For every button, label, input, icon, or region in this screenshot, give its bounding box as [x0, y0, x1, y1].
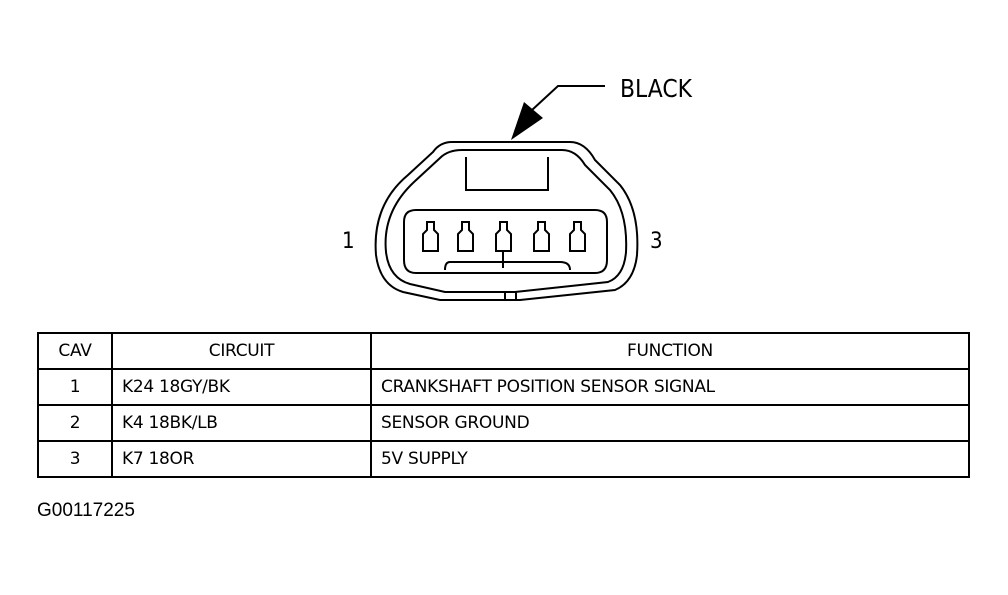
- connector-color-label: BLACK: [620, 74, 693, 103]
- function-cell: CRANKSHAFT POSITION SENSOR SIGNAL: [370, 368, 970, 406]
- cav-cell: 1: [37, 368, 113, 406]
- terminal-pin: [569, 221, 586, 252]
- table-header-row: CAV CIRCUIT FUNCTION: [37, 332, 970, 370]
- connector-pinout-table: CAV CIRCUIT FUNCTION 1 K24 18GY/BK CRANK…: [37, 332, 970, 478]
- cavity-label-right: 3: [650, 229, 663, 254]
- table-row: 2 K4 18BK/LB SENSOR GROUND: [37, 404, 970, 442]
- column-header-circuit: CIRCUIT: [111, 332, 372, 370]
- circuit-cell: K7 18OR: [111, 440, 372, 478]
- table-row: 1 K24 18GY/BK CRANKSHAFT POSITION SENSOR…: [37, 368, 970, 406]
- connector-diagram: BLACK 1 3: [342, 74, 693, 301]
- column-header-cav: CAV: [37, 332, 113, 370]
- terminal-pin: [422, 221, 439, 252]
- function-cell: 5V SUPPLY: [370, 440, 970, 478]
- cav-cell: 3: [37, 440, 113, 478]
- terminal-cavity-window: [403, 209, 608, 274]
- circuit-cell: K4 18BK/LB: [111, 404, 372, 442]
- figure-code: G00117225: [37, 500, 135, 521]
- cavity-label-left: 1: [342, 229, 355, 254]
- terminal-pin: [533, 221, 550, 252]
- terminal-pin: [495, 221, 512, 252]
- function-cell: SENSOR GROUND: [370, 404, 970, 442]
- table-row: 3 K7 18OR 5V SUPPLY: [37, 440, 970, 478]
- black-callout-arrow: [511, 85, 605, 140]
- terminal-pins: [422, 221, 586, 268]
- column-header-function: FUNCTION: [370, 332, 970, 370]
- circuit-cell: K24 18GY/BK: [111, 368, 372, 406]
- cav-cell: 2: [37, 404, 113, 442]
- terminal-pin: [457, 221, 474, 252]
- connector-housing: [374, 141, 639, 301]
